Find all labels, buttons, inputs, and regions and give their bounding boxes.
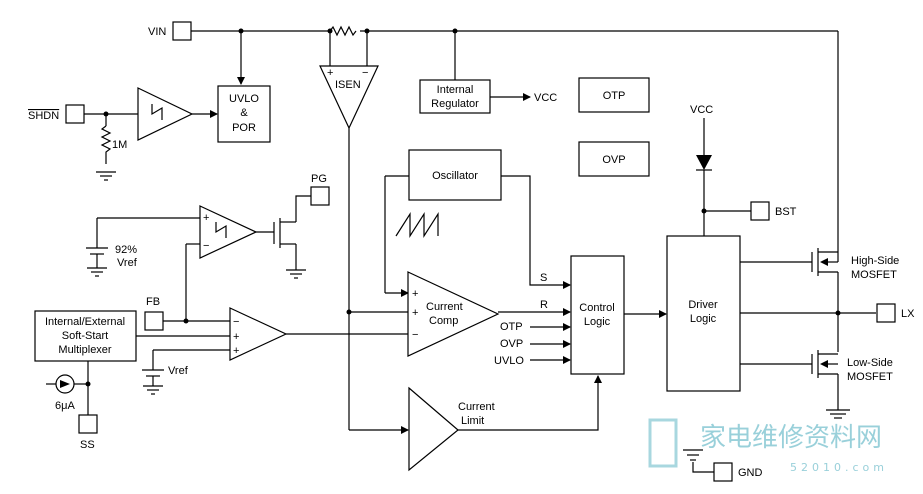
svg-text:6μA: 6μA — [55, 400, 75, 412]
pg-pin — [310, 186, 330, 206]
svg-text:High-Side: High-Side — [851, 255, 899, 267]
svg-text:OTP: OTP — [603, 90, 626, 102]
svg-text:−: − — [203, 240, 209, 252]
ss-label: SS — [80, 439, 95, 451]
svg-text:Multiplexer: Multiplexer — [58, 344, 112, 356]
soft-start-block: Internal/External Soft-Start Multiplexer… — [34, 310, 137, 451]
svg-text:MOSFET: MOSFET — [851, 269, 897, 281]
svg-text:Vref: Vref — [168, 365, 189, 377]
svg-text:+: + — [233, 345, 239, 357]
uvlo-por-block: UVLO & POR — [217, 85, 271, 143]
ss-pin — [78, 414, 98, 434]
shdn-comparator — [137, 87, 194, 141]
svg-text:−: − — [412, 329, 418, 341]
gnd-pin — [713, 462, 733, 482]
svg-text:OVP: OVP — [602, 154, 625, 166]
lx-label: LX — [901, 308, 915, 320]
vin-label: VIN — [148, 26, 166, 38]
shdn-section: SHDN 1M — [28, 87, 218, 181]
fb-label: FB — [146, 296, 160, 308]
lx-pin — [876, 303, 896, 323]
watermark-logo — [648, 418, 678, 468]
svg-text:POR: POR — [232, 122, 256, 134]
bst-label: BST — [775, 206, 797, 218]
low-side-mosfet: Low-Side MOSFET — [740, 350, 893, 419]
driver-logic-block: Driver Logic — [666, 235, 741, 392]
svg-text:Limit: Limit — [461, 415, 484, 427]
svg-text:+: + — [412, 288, 418, 300]
svg-text:Low-Side: Low-Side — [847, 357, 893, 369]
vin-rail: VIN — [148, 21, 839, 262]
error-amplifier — [229, 307, 288, 361]
svg-text:+: + — [412, 307, 418, 319]
svg-text:Soft-Start: Soft-Start — [62, 330, 108, 342]
svg-text:UVLO: UVLO — [229, 93, 259, 105]
svg-text:−: − — [362, 67, 368, 79]
svg-text:MOSFET: MOSFET — [847, 371, 893, 383]
watermark-digits: 52010.com — [790, 461, 888, 474]
isen-label: ISEN — [335, 79, 361, 91]
svg-text:Logic: Logic — [690, 313, 717, 325]
current-comparator: + + − Current Comp — [349, 271, 571, 357]
bootstrap-section: VCC BST — [690, 104, 797, 236]
svg-text:Internal/External: Internal/External — [45, 316, 125, 328]
sense-resistor — [329, 25, 357, 37]
pg-comparator — [199, 205, 258, 259]
svg-text:+: + — [203, 212, 209, 224]
svg-text:Regulator: Regulator — [431, 98, 479, 110]
pg-label: PG — [311, 173, 327, 185]
r-label: R — [540, 299, 548, 311]
svg-text:Internal: Internal — [437, 84, 474, 96]
ovp-input-label: OVP — [500, 338, 523, 350]
shdn-pin — [65, 104, 85, 124]
shdn-label: SHDN — [28, 110, 59, 122]
uvlo-input-label: UVLO — [494, 355, 524, 367]
svg-text:Control: Control — [579, 302, 614, 314]
svg-text:&: & — [240, 107, 248, 119]
gnd-label: GND — [738, 467, 763, 479]
internal-regulator-block: Internal Regulator VCC — [419, 79, 557, 114]
svg-text:+: + — [327, 67, 333, 79]
svg-text:Vref: Vref — [117, 257, 138, 269]
svg-text:Comp: Comp — [429, 315, 458, 327]
oscillator-block: Oscillator — [384, 149, 571, 297]
svg-text:+: + — [233, 331, 239, 343]
svg-text:1M: 1M — [112, 139, 127, 151]
sawtooth-waveform — [395, 211, 439, 239]
watermark: 家电维修资料网 52010.com — [648, 418, 888, 474]
bst-pin — [750, 201, 770, 221]
ovp-block — [578, 141, 650, 177]
control-logic-block: Control Logic — [570, 255, 667, 375]
watermark-chinese: 家电维修资料网 — [700, 423, 882, 453]
s-label: S — [540, 272, 547, 284]
high-side-mosfet: High-Side MOSFET — [740, 248, 899, 352]
otp-input-label: OTP — [500, 321, 523, 333]
svg-text:Oscillator: Oscillator — [432, 170, 478, 182]
svg-text:−: − — [233, 316, 239, 328]
error-amp-section: FB − + + Vref — [136, 296, 408, 395]
fb-pin — [144, 311, 164, 331]
vcc-top-label: VCC — [690, 104, 713, 116]
svg-text:Current: Current — [426, 301, 463, 313]
pg-section: 92% Vref + − PG — [86, 173, 330, 321]
vcc-output-label: VCC — [534, 92, 557, 104]
gnd-section: GND — [683, 449, 763, 482]
otp-block — [578, 77, 650, 113]
svg-text:Driver: Driver — [688, 299, 718, 311]
isen-amplifier: + − ISEN — [319, 65, 379, 430]
svg-text:Current: Current — [458, 401, 495, 413]
svg-text:92%: 92% — [115, 244, 137, 256]
vin-pin — [172, 21, 192, 41]
current-limit-amplifier: Current Limit — [349, 375, 602, 472]
resistor-1m — [100, 125, 112, 164]
svg-text:Logic: Logic — [584, 316, 611, 328]
